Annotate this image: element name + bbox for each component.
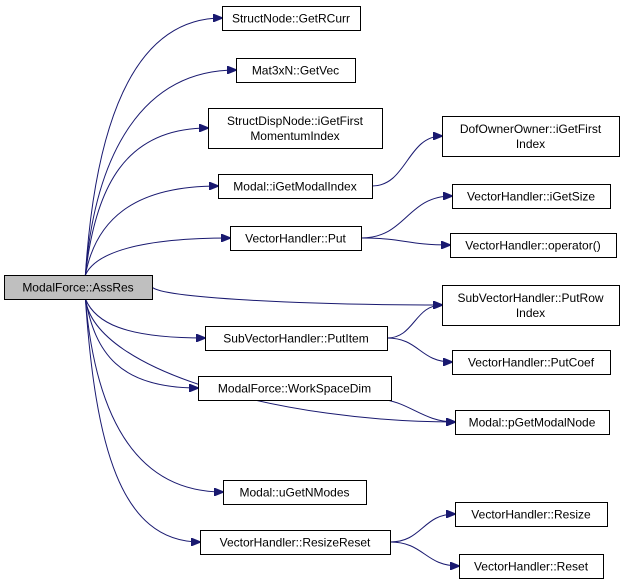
edge-put-to-operator bbox=[360, 237, 450, 245]
edge-put-to-igetsize bbox=[360, 196, 452, 239]
edge-root-to-getvec bbox=[84, 70, 236, 276]
edge-workspacedim-to-pgetmodalnode bbox=[385, 399, 455, 422]
node-box-igetfirstmomentum[interactable] bbox=[208, 108, 383, 149]
node-label-igetfirstmomentum-line-1: MomentumIndex bbox=[250, 129, 339, 143]
nodes-layer: ModalForce::AssRes StructNode::GetRCurrMa… bbox=[4, 6, 620, 579]
node-label-resize-line-0: VectorHandler::Resize bbox=[471, 508, 591, 522]
node-put[interactable]: VectorHandler::Put bbox=[230, 226, 362, 251]
node-label-igetsize-line-0: VectorHandler::iGetSize bbox=[467, 190, 595, 204]
node-label-operator-line-0: VectorHandler::operator() bbox=[465, 239, 600, 253]
node-box-dofowner[interactable] bbox=[442, 116, 620, 157]
node-ugetnmodes[interactable]: Modal::uGetNModes bbox=[223, 480, 367, 505]
node-box-resize[interactable] bbox=[455, 502, 608, 527]
node-box-getrcurr[interactable] bbox=[222, 6, 361, 31]
node-box-reset[interactable] bbox=[459, 554, 604, 579]
node-label-getvec-line-0: Mat3xN::GetVec bbox=[252, 64, 339, 78]
node-label-dofowner-line-1: Index bbox=[516, 137, 545, 151]
node-label-putcoef-line-0: VectorHandler::PutCoef bbox=[468, 356, 595, 370]
edge-root-to-igetmodalindex bbox=[84, 186, 218, 276]
edge-root-to-putitem bbox=[84, 298, 205, 338]
node-label-pgetmodalnode-line-0: Modal::pGetModalNode bbox=[469, 416, 596, 430]
edge-resizereset-to-reset bbox=[389, 541, 459, 566]
edge-root-to-put bbox=[84, 238, 230, 276]
node-box-operator[interactable] bbox=[450, 233, 617, 258]
edge-igetmodalindex-to-dofowner bbox=[371, 136, 442, 187]
edge-resizereset-to-resize bbox=[389, 514, 455, 543]
edge-putitem-to-putrowindex bbox=[386, 305, 442, 339]
node-label-igetfirstmomentum-line-0: StructDispNode::iGetFirst bbox=[227, 114, 364, 128]
edge-root-to-putrowindex bbox=[151, 286, 442, 305]
node-root[interactable]: ModalForce::AssRes bbox=[4, 275, 153, 300]
node-workspacedim[interactable]: ModalForce::WorkSpaceDim bbox=[198, 376, 392, 401]
node-box-igetmodalindex[interactable] bbox=[218, 174, 373, 199]
node-operator[interactable]: VectorHandler::operator() bbox=[450, 233, 617, 258]
node-box-ugetnmodes[interactable] bbox=[223, 480, 367, 505]
node-resize[interactable]: VectorHandler::Resize bbox=[455, 502, 608, 527]
node-reset[interactable]: VectorHandler::Reset bbox=[459, 554, 604, 579]
node-label-putitem-line-0: SubVectorHandler::PutItem bbox=[223, 332, 368, 346]
node-label-root-line-0: ModalForce::AssRes bbox=[22, 281, 133, 295]
node-box-igetsize[interactable] bbox=[452, 184, 611, 209]
node-box-putitem[interactable] bbox=[205, 326, 388, 351]
edge-root-to-ugetnmodes bbox=[84, 298, 223, 492]
node-label-putrowindex-line-1: Index bbox=[516, 306, 545, 320]
node-label-igetmodalindex-line-0: Modal::iGetModalIndex bbox=[233, 180, 356, 194]
node-box-root[interactable] bbox=[4, 275, 153, 300]
node-label-reset-line-0: VectorHandler::Reset bbox=[474, 560, 589, 574]
edge-root-to-igetfirstmomentum bbox=[84, 128, 208, 276]
node-box-workspacedim[interactable] bbox=[198, 376, 392, 401]
node-box-putrowindex[interactable] bbox=[442, 285, 620, 326]
node-putitem[interactable]: SubVectorHandler::PutItem bbox=[205, 326, 388, 351]
node-label-ugetnmodes-line-0: Modal::uGetNModes bbox=[239, 486, 349, 500]
edge-putitem-to-putcoef bbox=[386, 337, 452, 362]
node-label-put-line-0: VectorHandler::Put bbox=[245, 232, 346, 246]
node-igetmodalindex[interactable]: Modal::iGetModalIndex bbox=[218, 174, 373, 199]
edge-root-to-resizereset bbox=[84, 298, 200, 542]
edge-root-to-workspacedim bbox=[84, 298, 198, 388]
node-box-resizereset[interactable] bbox=[200, 530, 391, 555]
node-box-getvec[interactable] bbox=[236, 58, 356, 83]
node-box-put[interactable] bbox=[230, 226, 362, 251]
node-pgetmodalnode[interactable]: Modal::pGetModalNode bbox=[455, 410, 610, 435]
node-getvec[interactable]: Mat3xN::GetVec bbox=[236, 58, 356, 83]
edge-root-to-getrcurr bbox=[84, 18, 222, 276]
node-label-putrowindex-line-0: SubVectorHandler::PutRow bbox=[457, 291, 603, 305]
node-box-putcoef[interactable] bbox=[452, 350, 611, 375]
node-putcoef[interactable]: VectorHandler::PutCoef bbox=[452, 350, 611, 375]
node-resizereset[interactable]: VectorHandler::ResizeReset bbox=[200, 530, 391, 555]
node-label-getrcurr-line-0: StructNode::GetRCurr bbox=[232, 12, 350, 26]
node-getrcurr[interactable]: StructNode::GetRCurr bbox=[222, 6, 361, 31]
node-igetsize[interactable]: VectorHandler::iGetSize bbox=[452, 184, 611, 209]
node-box-pgetmodalnode[interactable] bbox=[455, 410, 610, 435]
node-label-dofowner-line-0: DofOwnerOwner::iGetFirst bbox=[460, 122, 602, 136]
node-label-resizereset-line-0: VectorHandler::ResizeReset bbox=[220, 536, 371, 550]
node-label-workspacedim-line-0: ModalForce::WorkSpaceDim bbox=[218, 382, 371, 396]
